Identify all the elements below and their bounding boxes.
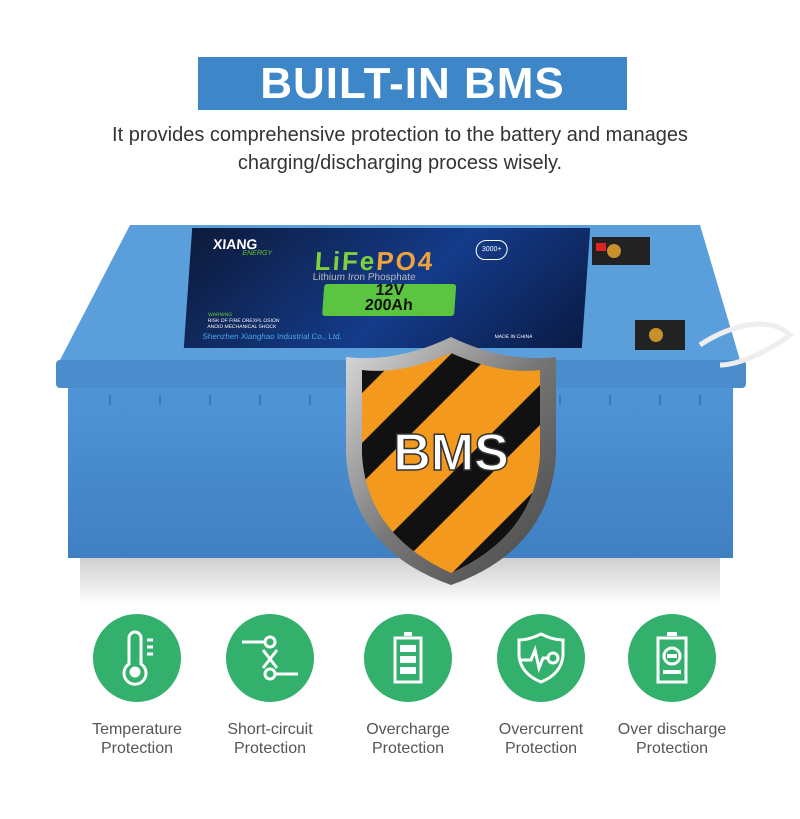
feature-label-2: Protection xyxy=(504,740,578,757)
feature-label-2: Protection xyxy=(233,740,307,757)
shield-pulse-icon xyxy=(517,632,565,684)
feature-label-1: Over discharge xyxy=(617,721,727,738)
battery-label: XIANG ENERGY LiFePO4 Lithium Iron Phosph… xyxy=(183,228,591,348)
warning-2: ANOID MECHANICAL SHOCK xyxy=(207,324,277,330)
capacity: 200Ah xyxy=(364,297,414,314)
battery-full-icon xyxy=(393,632,423,684)
feature-label-1: Overcharge xyxy=(366,721,450,738)
feature-label-1: Overcurrent xyxy=(498,721,584,738)
subtitle-line-2: charging/discharging process wisely. xyxy=(237,152,563,174)
bms-text: BMS xyxy=(393,424,509,482)
battery-minus-icon xyxy=(656,632,688,684)
feature-label-1: Short-circuit xyxy=(227,721,313,738)
short-circuit-icon xyxy=(242,635,298,681)
cycles-badge: 3000+ xyxy=(474,240,509,260)
feature-label-2: Protection xyxy=(635,740,709,757)
bms-shield-icon: BMS xyxy=(346,337,556,585)
brand-sub: ENERGY xyxy=(242,250,273,257)
feature-label-2: Protection xyxy=(100,740,174,757)
feature-label-1: Temperature xyxy=(92,721,182,738)
title-banner: BUILT-IN BMS xyxy=(198,57,627,110)
company: Shenzhen Xianghao Industrial Co., Ltd. xyxy=(202,332,343,341)
thermometer-icon xyxy=(122,630,153,686)
subtitle-line-1: It provides comprehensive protection to … xyxy=(112,124,688,146)
feature-label-2: Protection xyxy=(371,740,445,757)
